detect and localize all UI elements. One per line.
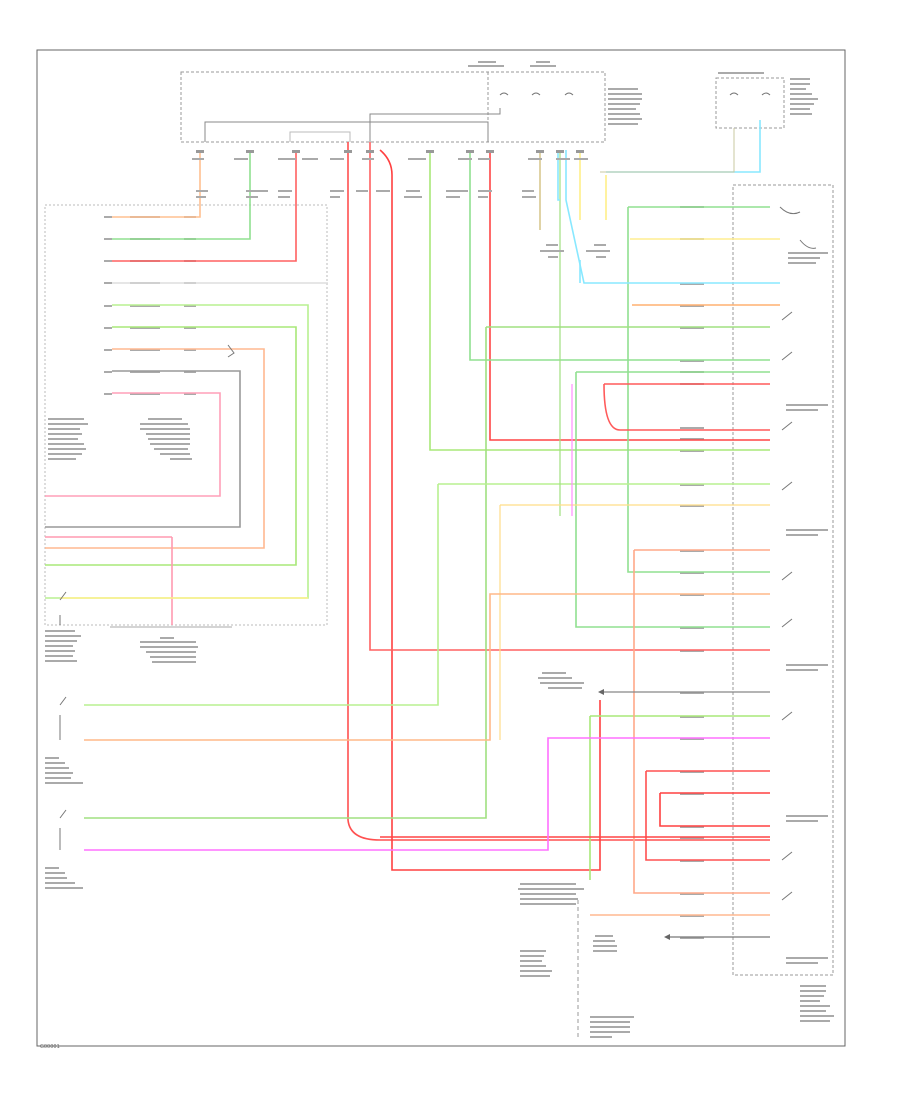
diagram-frame — [36, 49, 846, 1047]
label-glyphs — [45, 61, 834, 1038]
top-connector-labels — [192, 158, 610, 258]
fuses — [499, 92, 771, 96]
window-module-box — [732, 184, 834, 976]
fuse-box — [180, 71, 606, 143]
control-module-box — [44, 204, 328, 626]
top-connectors — [196, 150, 584, 153]
ground-arrows — [598, 689, 670, 940]
switch-symbols — [59, 206, 817, 901]
relay-box — [715, 77, 785, 129]
wires — [45, 108, 780, 1040]
reference-code: G00001 — [40, 1044, 60, 1050]
